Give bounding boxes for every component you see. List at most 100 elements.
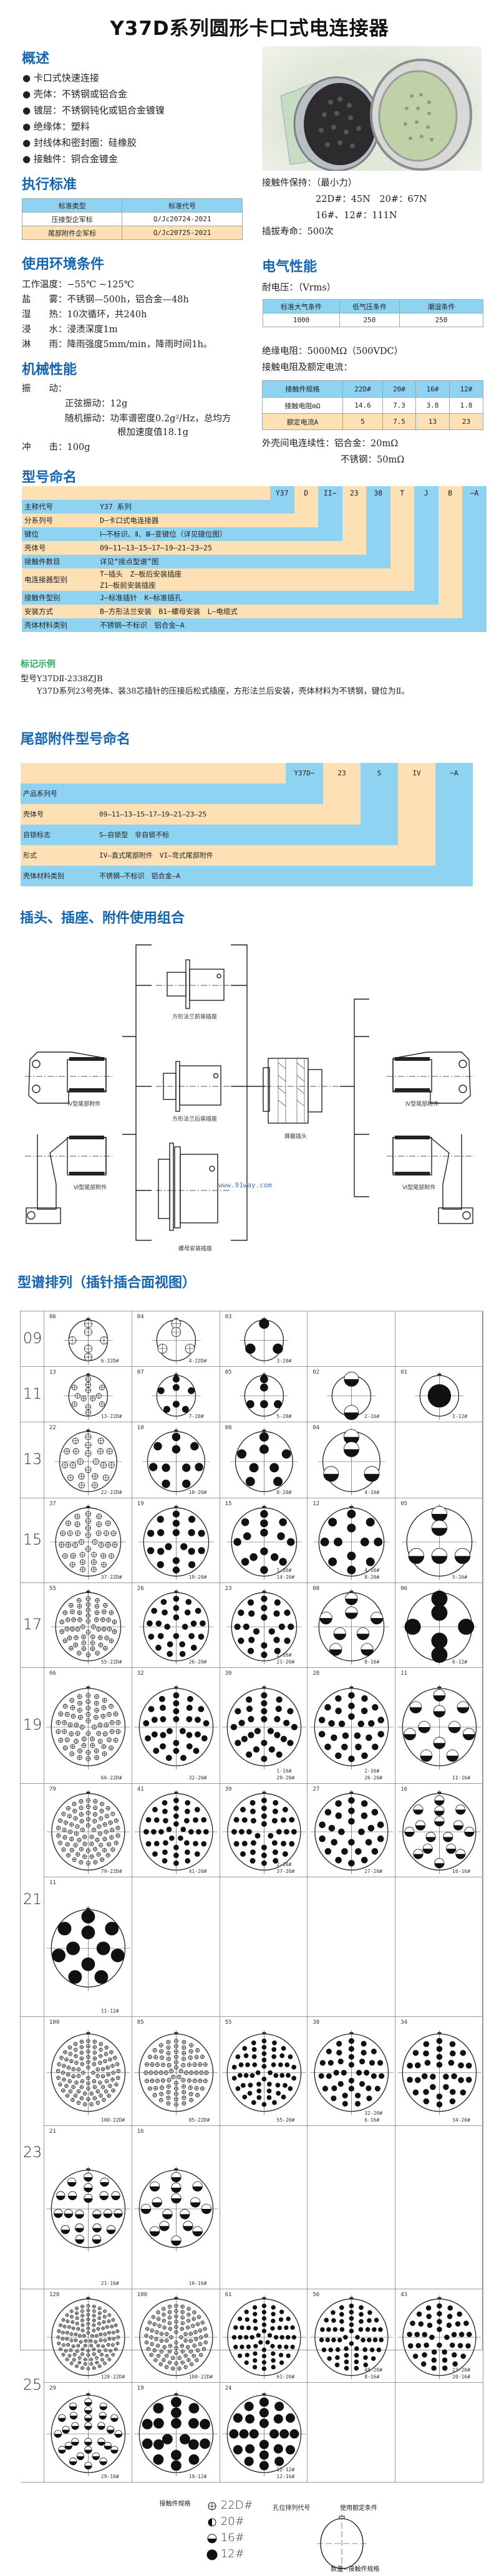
layout-spec: 32-20# [364, 2110, 383, 2116]
watermark: www.91way.com [218, 1181, 273, 1189]
contact-pin [249, 2429, 259, 2439]
contact-pin [372, 1743, 379, 1751]
contact-pin [374, 2317, 379, 2323]
contact-pin [185, 1800, 190, 1806]
insert-layout-diagram [46, 1905, 130, 1991]
contact-pin [192, 2226, 203, 2237]
layout-code: 03 [225, 1314, 232, 1320]
contact-pin [244, 2360, 249, 2365]
contact-pin [247, 2090, 253, 2096]
contact-pin [184, 1849, 190, 1855]
contact-pin [107, 1712, 112, 1717]
contact-pin [244, 2401, 254, 2411]
contact-pin [331, 2085, 337, 2092]
layout-cell [132, 1784, 220, 1877]
contact-pin [177, 2355, 182, 2360]
contact-pin [144, 2062, 149, 2067]
contact-pin [250, 1799, 256, 1806]
contact-pin [143, 1829, 149, 1835]
contact-pin [359, 2319, 364, 2324]
contact-pin [104, 2089, 109, 2094]
contact-pin [109, 2349, 112, 2353]
layout-cell [220, 2126, 308, 2289]
contact-pin [279, 1558, 287, 1566]
contact-pin [234, 1740, 241, 1746]
layout-spec: 16-16# [188, 2281, 207, 2286]
contact-pin [79, 1725, 85, 1730]
insert-layout-diagram [134, 2391, 218, 2477]
contact-pin [182, 2095, 187, 2100]
contact-pin [92, 2051, 97, 2055]
table-header: 16# [415, 380, 450, 398]
retention-label: 接触件保持：（最小力） [262, 178, 357, 188]
table-header: 标准大气条件 [263, 299, 340, 314]
contact-pin [69, 1698, 75, 1703]
contact-pin [85, 1750, 91, 1755]
layout-spec: 4-16# [364, 1568, 380, 1573]
contact-pin [79, 1819, 84, 1824]
contact-pin [85, 1804, 90, 1809]
contact-pin [84, 2398, 92, 2406]
size-label-cell [21, 1583, 44, 1668]
contact-pin [80, 2062, 85, 2066]
label-vi-left: Ⅵ型尾部附件 [74, 1185, 107, 1191]
contact-pin [91, 1551, 97, 1558]
contact-pin [96, 1852, 101, 1857]
tail-row-band [21, 866, 435, 886]
contact-pin [77, 1694, 82, 1700]
contact-pin [377, 2060, 384, 2066]
contact-pin [79, 1805, 84, 1811]
contact-pin [437, 2310, 442, 2317]
contact-pin [84, 2406, 92, 2414]
contact-pin [180, 2321, 185, 2325]
contact-pin [81, 1736, 87, 1742]
contact-pin [361, 1695, 369, 1702]
contact-pin [195, 1829, 201, 1835]
contact-pin [103, 2362, 107, 2365]
contact-pin [266, 2088, 272, 2094]
tail-code-column [323, 763, 361, 825]
contact-pin [203, 2334, 208, 2338]
contact-pin [343, 2335, 348, 2340]
contact-pin [286, 2316, 291, 2322]
contact-pin [201, 1841, 206, 1847]
contact-pin [85, 1442, 92, 1448]
contact-pin [89, 1834, 94, 1839]
contact-pin [272, 1849, 278, 1855]
contact-pin [356, 2069, 362, 2076]
contact-pin [277, 2344, 282, 2349]
contact-pin [259, 2450, 269, 2460]
contact-pin [171, 2193, 182, 2204]
contact-pin [173, 1716, 180, 1723]
contact-pin [146, 1620, 153, 1627]
contact-pin [107, 2319, 111, 2324]
contact-pin [158, 1829, 164, 1835]
insert-layout-diagram [51, 1589, 126, 1665]
contact-pin [92, 2039, 97, 2044]
contact-pin [366, 1518, 375, 1527]
contact-pin [266, 2095, 271, 2100]
contact-pin [111, 2318, 115, 2322]
shell-continuity-ss: 不锈钢：50mΩ [341, 455, 405, 465]
label-iv-left: Ⅳ型尾部附件 [67, 1101, 101, 1108]
contact-pin [76, 2344, 80, 2348]
contact-pin [283, 2325, 289, 2330]
contact-pin [86, 2330, 90, 2335]
contact-pin [412, 2049, 419, 2056]
contact-pin [286, 1708, 294, 1715]
contact-pin [74, 2061, 79, 2065]
contact-pin [85, 1798, 90, 1803]
contact-pin [76, 2100, 81, 2105]
contact-pin [233, 1538, 241, 1546]
contact-pin [104, 1530, 110, 1536]
contact-pin [102, 2315, 107, 2319]
insert-layout-diagram [64, 1316, 113, 1365]
contact-pin [93, 1799, 98, 1804]
center-axis [310, 2295, 394, 2380]
contact-pin [85, 1596, 91, 1601]
contact-pin [77, 1604, 82, 1609]
contact-pin [95, 2360, 99, 2365]
table-cell: 14.6 [342, 397, 383, 414]
contact-pin [70, 1744, 75, 1750]
contact-pin [100, 1336, 109, 1344]
